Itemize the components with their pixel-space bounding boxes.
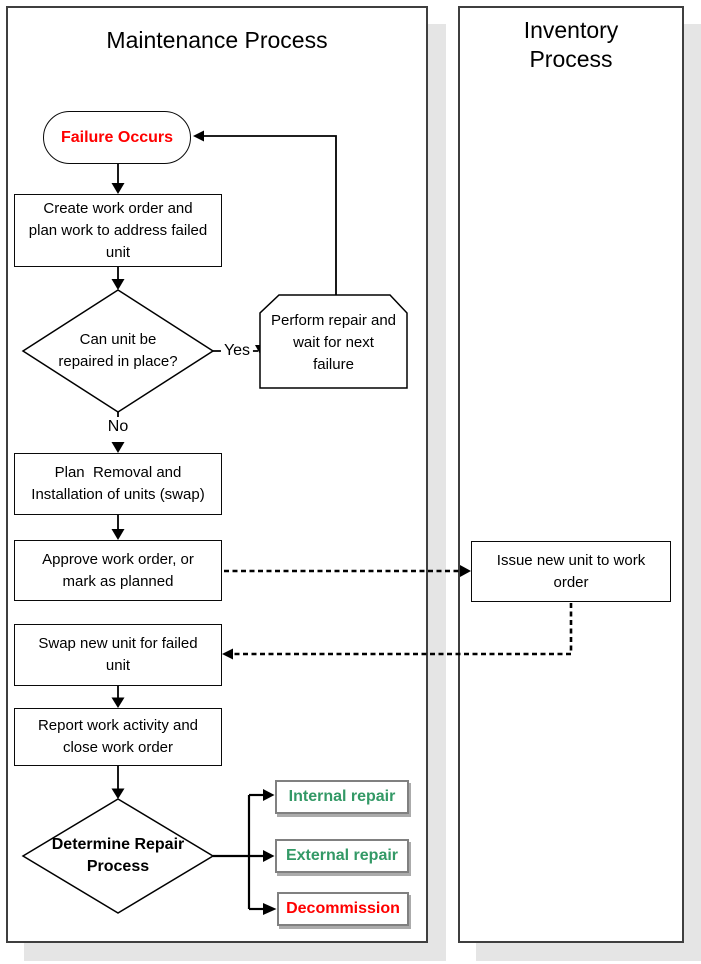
node-swap-new-unit: Swap new unit for failed unit <box>14 624 222 686</box>
arrowhead-into-plan <box>111 442 125 453</box>
arrowhead-into-issue <box>460 565 471 577</box>
arrowhead-into-internal <box>263 789 275 801</box>
node-approve-work-order: Approve work order, or mark as planned <box>14 540 222 601</box>
perform-repair-shape <box>259 294 408 389</box>
connector-issue-to-swap-dashed <box>231 603 573 656</box>
node-decommission: Decommission <box>277 892 409 926</box>
arrowhead-into-create <box>111 183 125 194</box>
edge-label-yes: Yes <box>220 342 254 360</box>
inventory-panel-title: Inventory Process <box>523 17 619 72</box>
arrowhead-into-decision1 <box>111 279 125 290</box>
arrowhead-into-report <box>111 697 125 708</box>
inventory-process-panel <box>458 6 684 943</box>
arrowhead-into-decommission <box>263 903 277 915</box>
arrowhead-into-swap <box>222 648 233 660</box>
node-create-work-order: Create work order and plan work to addre… <box>14 194 222 267</box>
node-failure-occurs: Failure Occurs <box>43 111 191 164</box>
node-issue-new-unit: Issue new unit to work order <box>471 541 671 602</box>
arrowhead-into-external <box>263 850 275 862</box>
decision-determine-repair-process-shape <box>21 798 215 914</box>
node-internal-repair: Internal repair <box>275 780 409 814</box>
arrowhead-into-decision2 <box>111 788 125 799</box>
connector-loop-back-to-failure <box>197 135 337 296</box>
arrowhead-into-failure <box>193 130 204 142</box>
decision-can-unit-be-repaired-label: Can unit be repaired in place? <box>58 331 178 370</box>
decision-can-unit-be-repaired-shape <box>21 289 215 413</box>
edge-label-no: No <box>104 418 132 436</box>
node-perform-repair-label: Perform repair and wait for next failure <box>270 312 397 373</box>
node-plan-removal-installation: Plan Removal and Installation of units (… <box>14 453 222 515</box>
node-report-work-activity: Report work activity and close work orde… <box>14 708 222 766</box>
maintenance-panel-title: Maintenance Process <box>106 27 328 53</box>
node-external-repair: External repair <box>275 839 409 873</box>
arrowhead-into-approve <box>111 529 125 540</box>
decision-determine-repair-process-label: Determine Repair Process <box>51 836 185 875</box>
